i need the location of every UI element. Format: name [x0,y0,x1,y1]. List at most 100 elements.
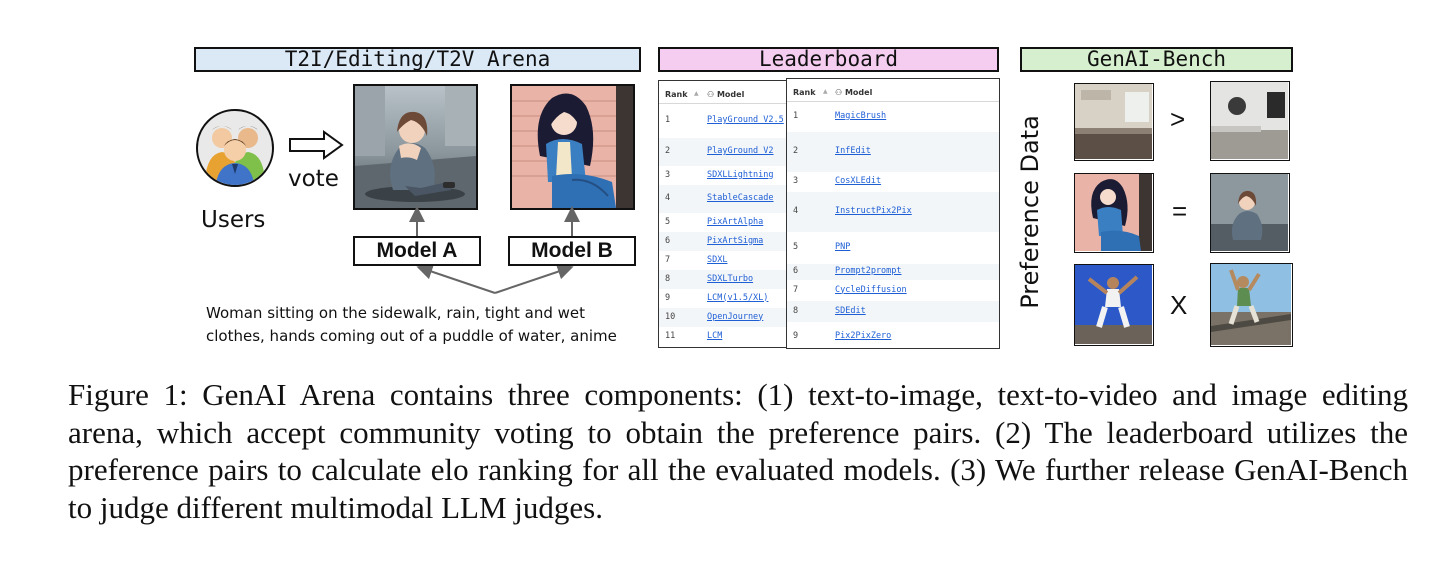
rank-cell: 4 [665,193,671,203]
rank-cell: 8 [793,305,799,316]
model-link[interactable]: SDXLLightning [707,169,774,180]
model-link[interactable]: CycleDiffusion [835,284,907,295]
table-header: Rank ▲ ⚇ Model [659,81,790,104]
table-row: 5 PNP [787,232,999,264]
model-link[interactable]: InfEdit [835,146,871,156]
model-link[interactable]: Pix2PixZero [835,331,892,341]
leaderboard-header: Leaderboard [658,47,999,72]
bench-kitchen-image-right [1210,81,1290,161]
model-link[interactable]: InstructPix2Pix [835,206,912,216]
rank-cell: 3 [793,176,799,186]
figure-caption: Figure 1: GenAI Arena contains three com… [68,377,1408,525]
rank-cell: 2 [665,146,671,156]
col-rank-header: Rank [665,90,688,99]
table-row: 3 SDXLLightning [659,166,790,185]
arena-header: T2I/Editing/T2V Arena [194,47,641,72]
rank-cell: 10 [665,311,676,322]
table-row: 9 LCM(v1.5/XL) [659,289,790,308]
bench-header: GenAI-Bench [1020,47,1293,72]
model-link[interactable]: PlayGround V2 [707,146,774,156]
table-row: 1 PlayGround V2.5 [659,104,790,138]
table-row: 7 CycleDiffusion [787,280,999,301]
table-row: 6 PixArtSigma [659,232,790,251]
model-col-icon: ⚇ [707,90,717,99]
bench-skater-image-left [1074,264,1154,346]
rank-cell: 9 [793,331,799,341]
model-link[interactable]: StableCascade [707,193,774,203]
table-row: 9 Pix2PixZero [787,322,999,348]
bench-kitchen-image-left [1074,83,1154,161]
table-row: 4 StableCascade [659,185,790,213]
rank-cell: 6 [793,266,799,276]
model-link[interactable]: PNP [835,242,851,252]
model-link[interactable]: SDXL [707,254,728,265]
leaderboard-editing-table: Rank ▲ ⚇ Model 1 MagicBrush 2 InfEdit 3 CosXL… [786,78,1000,349]
model-link[interactable]: MagicBrush [835,111,887,121]
table-row: 8 SDEdit [787,301,999,322]
table-row: 4 InstructPix2Pix [787,192,999,232]
table-body: 1 PlayGround V2.5 2 PlayGround V2 3 SDXLLight… [659,104,790,346]
col-model-label: Model [716,90,745,99]
sort-icon: ▲ [823,88,828,95]
rank-cell: 7 [665,254,671,265]
rank-cell: 2 [793,146,799,156]
table-body: 1 MagicBrush 2 InfEdit 3 CosXLEdit 4 InstructPi… [787,102,999,348]
rank-cell: 1 [793,111,799,121]
relation-greater: > [1170,104,1186,134]
model-link[interactable]: Prompt2prompt [835,266,902,276]
rank-cell: 8 [665,273,671,284]
bench-skater-image-right [1210,263,1293,347]
rank-cell: 7 [793,284,799,295]
users-icon [195,108,275,188]
table-row: 7 SDXL [659,251,790,270]
table-row: 11 LCM [659,327,790,346]
model-link[interactable]: PixArtAlpha [707,216,764,227]
users-label: Users [201,207,266,233]
table-row: 8 SDXLTurbo [659,270,790,289]
table-row: 2 InfEdit [787,132,999,172]
bench-anime-image-right [1210,173,1290,253]
rank-cell: 3 [665,169,671,180]
leaderboard-t2i-table: Rank ▲ ⚇ Model 1 PlayGround V2.5 2 PlayGrou… [658,80,791,348]
model-b-image [510,84,635,210]
model-link[interactable]: OpenJourney [707,311,764,322]
model-link[interactable]: LCM(v1.5/XL) [707,292,769,303]
table-row: 3 CosXLEdit [787,172,999,192]
model-a-box: Model A [353,236,481,266]
model-link[interactable]: PixArtSigma [707,235,764,246]
table-row: 2 PlayGround V2 [659,138,790,166]
rank-cell: 9 [665,292,671,303]
col-rank-header: Rank [793,88,816,97]
prompt-line-2: clothes, hands coming out of a puddle of… [206,327,617,345]
model-link[interactable]: LCM [707,330,723,341]
model-a-image [353,84,478,210]
model-link[interactable]: CosXLEdit [835,176,882,186]
relation-tie-x: X [1170,290,1188,320]
model-link[interactable]: SDEdit [835,305,866,316]
model-link[interactable]: SDXLTurbo [707,273,754,284]
model-link[interactable]: PlayGround V2.5 [707,115,784,125]
table-row: 10 OpenJourney [659,308,790,327]
vote-arrow-icon [288,130,344,160]
preference-data-text: Preference Data [1016,115,1044,309]
rank-cell: 6 [665,235,671,246]
bench-anime-image-left [1074,173,1154,253]
table-row: 1 MagicBrush [787,102,999,132]
prompt-text: Woman sitting on the sidewalk, rain, tig… [206,302,646,348]
rank-cell: 5 [665,216,671,227]
rank-cell: 4 [793,206,799,216]
table-row: 5 PixArtAlpha [659,213,790,232]
sort-icon: ▲ [694,90,699,97]
model-col-icon: ⚇ [835,88,845,97]
col-model-header: ⚇ Model [835,88,872,97]
table-header: Rank ▲ ⚇ Model [787,79,999,102]
col-model-header: ⚇ Model [707,90,744,99]
vote-label: vote [288,166,339,192]
col-model-label: Model [844,88,873,97]
rank-cell: 11 [665,330,676,341]
model-b-box: Model B [508,236,636,266]
prompt-line-1: Woman sitting on the sidewalk, rain, tig… [206,304,585,322]
model-connectors [350,205,650,305]
rank-cell: 1 [665,115,671,125]
rank-cell: 5 [793,242,799,252]
